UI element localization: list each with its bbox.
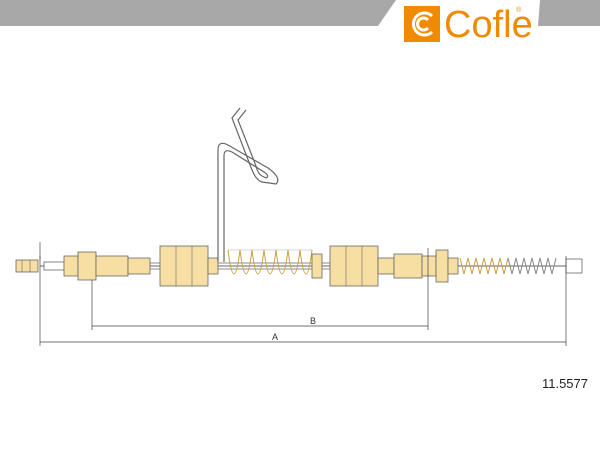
right-grommet	[329, 245, 379, 287]
dimension-lines	[39, 242, 567, 346]
right-cable-end	[565, 258, 583, 274]
bent-wire-hook	[217, 107, 279, 262]
left-cable-end	[15, 259, 65, 273]
logo-wordmark: Cofle	[444, 4, 533, 46]
left-sheath-fitting	[63, 251, 151, 281]
part-number: 11.5577	[541, 376, 588, 391]
dimension-a-label: A	[272, 332, 278, 342]
cofle-logo: Cofle ®	[404, 4, 533, 46]
header-bar-right	[538, 0, 600, 26]
center-spring	[227, 249, 313, 275]
dimension-b-label: B	[310, 316, 316, 326]
registered-mark: ®	[516, 6, 522, 14]
right-sheath-fitting	[377, 249, 459, 283]
left-grommet	[159, 245, 219, 287]
right-spring	[459, 257, 557, 275]
cable-clip	[311, 253, 323, 279]
header-bar	[0, 0, 396, 26]
